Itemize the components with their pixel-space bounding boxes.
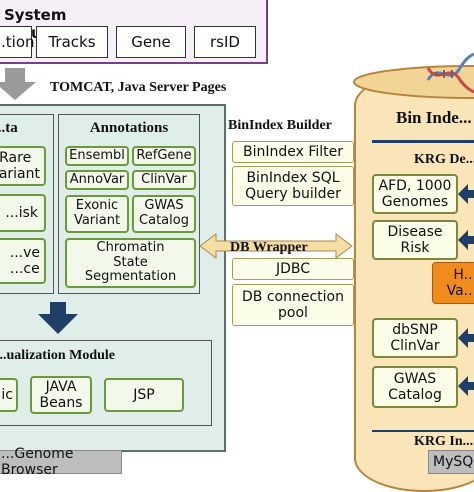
input-rsid[interactable]: rsID — [194, 26, 256, 58]
binindex-filter[interactable]: BinIndex Filter — [232, 141, 354, 163]
input-location[interactable]: ...tion — [0, 26, 35, 58]
tomcat-label: TOMCAT, Java Server Pages — [50, 80, 227, 95]
annotation-refgene[interactable]: RefGene — [132, 146, 196, 166]
left-arrow-4 — [458, 376, 474, 396]
viz-item-java-beans[interactable]: JAVA Beans — [30, 376, 92, 414]
db-gwas-catalog[interactable]: GWAS Catalog — [372, 366, 458, 408]
visualization-module-panel — [0, 340, 212, 426]
viz-item-jsp[interactable]: JSP — [104, 378, 184, 412]
visualization-module-title: ...ualization Module — [0, 348, 116, 363]
down-arrow-gray — [0, 68, 36, 100]
annotation-clinvar[interactable]: ClinVar — [132, 170, 196, 190]
db-afd-1000-genomes[interactable]: AFD, 1000 Genomes — [372, 174, 458, 214]
annotations-title: Annotations — [89, 120, 169, 136]
krg-top-label: KRG De... — [414, 152, 474, 167]
annotation-annovar[interactable]: AnnoVar — [65, 170, 129, 190]
left-arrow-1 — [458, 184, 474, 204]
mysql-label: MySQ... — [428, 450, 474, 474]
db-orange-item[interactable]: H... Va... — [432, 262, 474, 304]
data-panel-title: ...ta — [0, 120, 18, 136]
binindex-builder-title: BinIndex Builder — [228, 118, 332, 133]
left-arrow-2 — [458, 230, 474, 250]
database-title: Bin Inde... — [396, 108, 472, 127]
annotations-panel — [58, 114, 200, 294]
binindex-sql-query-builder[interactable]: BinIndex SQL Query builder — [232, 166, 354, 206]
data-risk[interactable]: ...isk — [0, 194, 46, 232]
database-title-rule — [372, 140, 474, 143]
jdbc-box[interactable]: JDBC — [232, 258, 354, 280]
genome-browser-label: ...Genome Browser — [0, 446, 122, 478]
dna-icon — [426, 52, 474, 94]
db-wrapper-title: DB Wrapper — [230, 240, 308, 255]
down-arrow-blue — [38, 302, 78, 334]
input-tracks[interactable]: Tracks — [36, 26, 108, 58]
annotation-ensembl[interactable]: Ensembl — [65, 146, 129, 166]
db-dbsnp-clinvar[interactable]: dbSNP ClinVar — [372, 318, 458, 358]
left-arrow-3 — [458, 328, 474, 348]
data-panel — [0, 114, 54, 294]
annotation-chromatin-state[interactable]: Chromatin State Segmentation — [65, 238, 196, 288]
double-arrow — [199, 233, 353, 259]
viz-item-graphic[interactable]: ...ic — [0, 378, 18, 412]
krg-bottom-label: KRG In... — [414, 434, 474, 449]
db-disease-risk[interactable]: Disease Risk — [372, 220, 458, 260]
input-gene[interactable]: Gene — [116, 26, 186, 58]
data-reference[interactable]: ...ve ...ce — [0, 238, 46, 284]
database-bottom-rule — [372, 430, 474, 432]
annotation-exonic-variant[interactable]: Exonic Variant — [65, 195, 129, 233]
data-rare-variant[interactable]: Rare Variant — [0, 146, 46, 186]
db-connection-pool[interactable]: DB connection pool — [232, 284, 354, 326]
annotation-gwas-catalog[interactable]: GWAS Catalog — [132, 195, 196, 233]
